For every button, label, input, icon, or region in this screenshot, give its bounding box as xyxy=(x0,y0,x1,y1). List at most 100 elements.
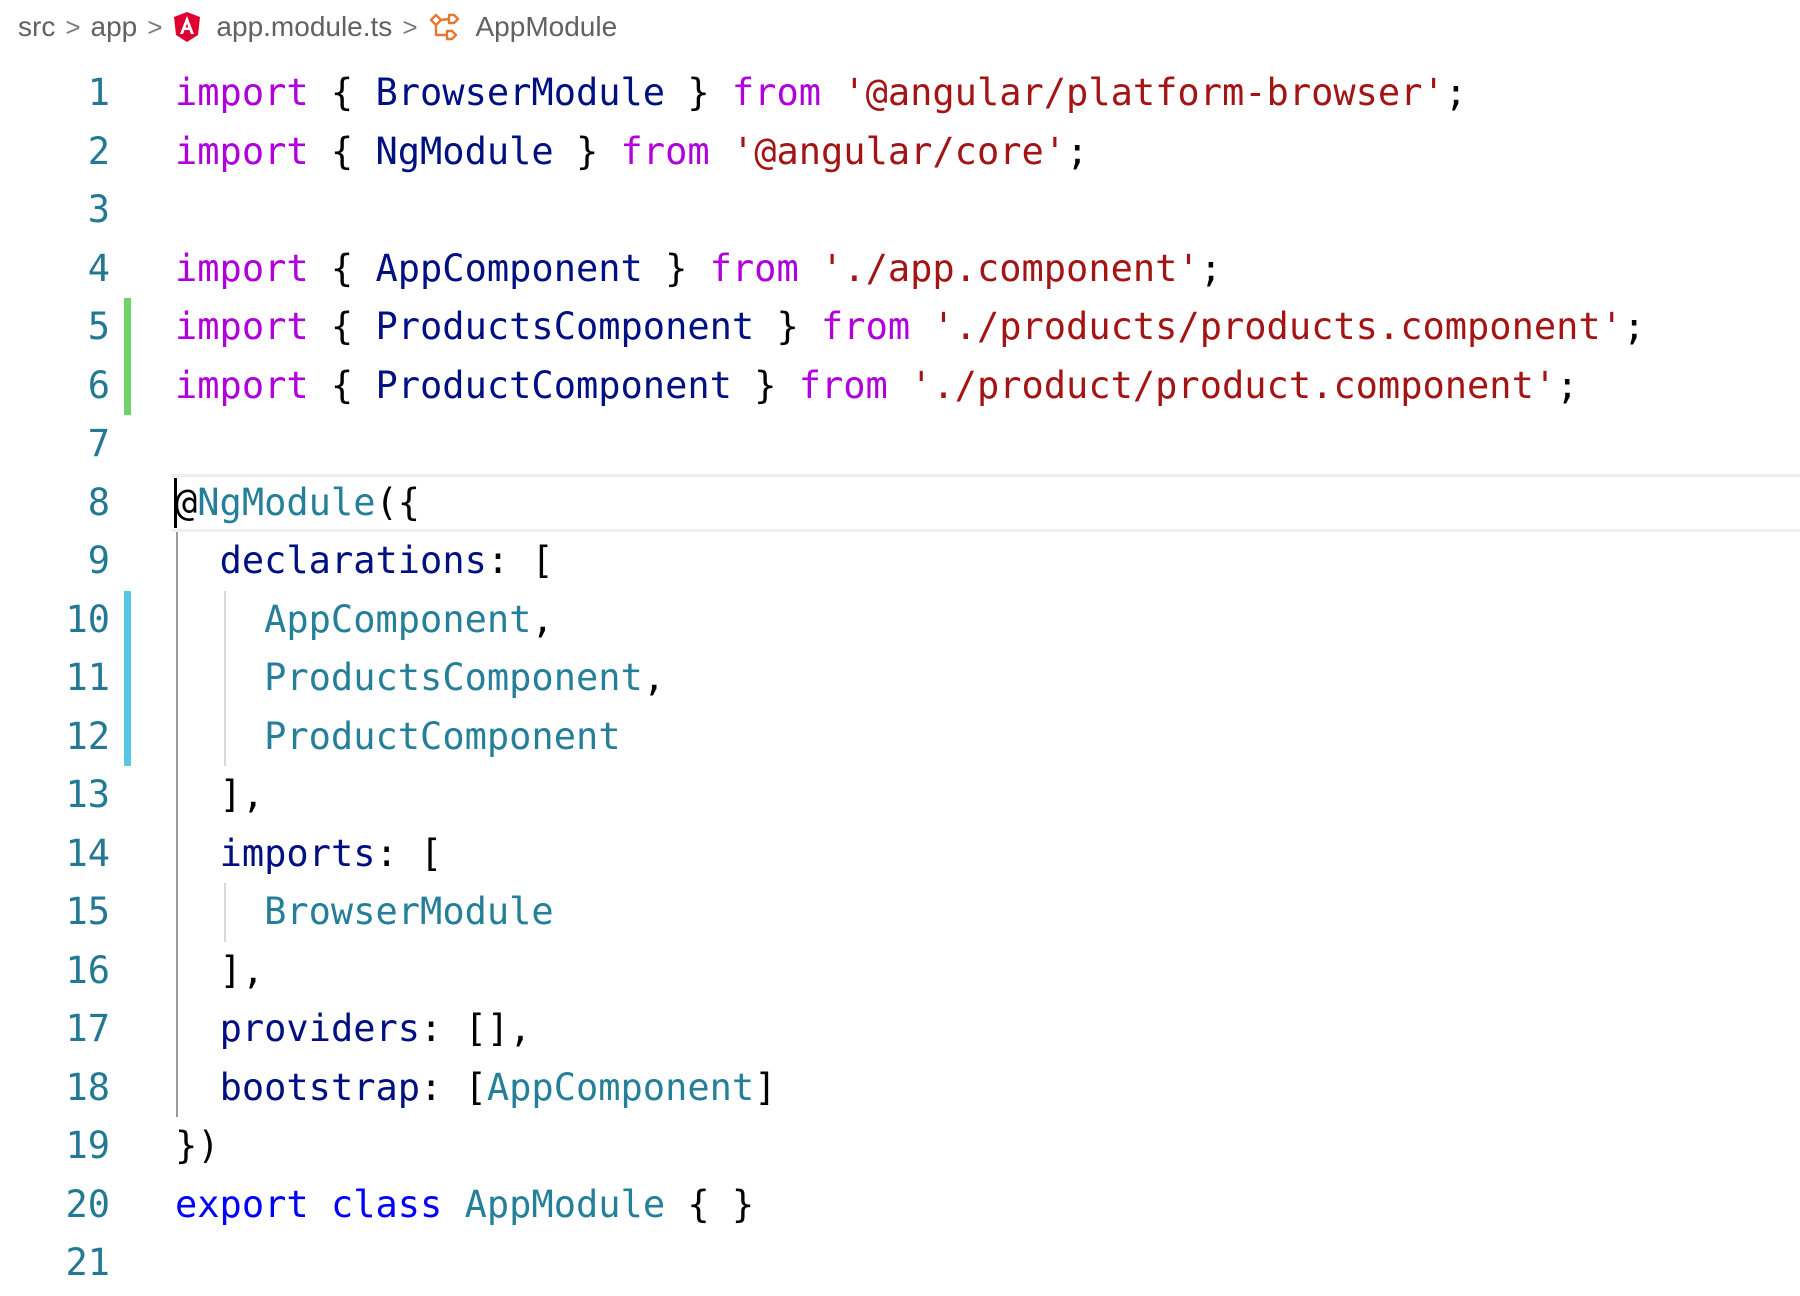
code-token: }) xyxy=(175,1124,220,1167)
code-token: ({ xyxy=(375,480,421,524)
code-token: ProductsComponent xyxy=(375,305,755,348)
code-text: ], xyxy=(175,942,265,1001)
code-token xyxy=(888,364,910,407)
gutter-modified-marker[interactable] xyxy=(124,649,131,708)
code-token: , xyxy=(531,597,554,641)
code-token: } xyxy=(754,305,822,348)
code-token: ProductComponent xyxy=(375,363,732,407)
code-token: ], xyxy=(175,948,265,992)
code-line[interactable]: 10 AppComponent, xyxy=(0,590,1800,649)
gutter-modified-marker[interactable] xyxy=(124,707,131,766)
code-token: from xyxy=(798,363,888,407)
code-line[interactable]: 3 xyxy=(0,181,1800,240)
code-token: bootstrap xyxy=(219,1065,421,1109)
code-token: } xyxy=(665,71,732,114)
breadcrumb-label: AppModule xyxy=(475,11,618,42)
code-token: import xyxy=(175,246,309,290)
code-token: } xyxy=(553,129,621,173)
code-text: import { BrowserModule } from '@angular/… xyxy=(175,64,1467,123)
gutter-added-marker[interactable] xyxy=(124,298,131,357)
breadcrumb-label: app xyxy=(90,11,138,42)
code-line[interactable]: 15 BrowserModule xyxy=(0,883,1800,942)
code-line[interactable]: 7 xyxy=(0,415,1800,474)
code-line[interactable]: 8@NgModule({ xyxy=(0,473,1800,532)
code-token: './products/products.component' xyxy=(932,305,1623,348)
code-token: declarations xyxy=(219,539,487,582)
code-line[interactable]: 13 ], xyxy=(0,766,1800,825)
code-text: export class AppModule { } xyxy=(175,1176,754,1235)
code-token: NgModule xyxy=(197,480,376,524)
indent-guide xyxy=(224,590,226,766)
code-text: bootstrap: [AppComponent] xyxy=(175,1059,777,1118)
code-token xyxy=(175,598,264,641)
code-token: import xyxy=(175,363,309,407)
code-token: } xyxy=(731,363,799,407)
code-token: import xyxy=(175,71,309,114)
code-token: BrowserModule xyxy=(375,71,666,114)
line-number: 20 xyxy=(65,1182,110,1226)
line-number: 10 xyxy=(65,597,110,641)
code-line[interactable]: 11 ProductsComponent, xyxy=(0,649,1800,708)
code-line[interactable]: 9 declarations: [ xyxy=(0,532,1800,591)
breadcrumb-item-symbol[interactable]: AppModule xyxy=(428,11,618,43)
line-number: 11 xyxy=(65,656,110,699)
line-number: 13 xyxy=(65,773,110,816)
code-line[interactable]: 14 imports: [ xyxy=(0,825,1800,884)
line-number: 18 xyxy=(65,1065,110,1109)
chevron-right-icon: > xyxy=(65,11,81,42)
code-token: ] xyxy=(754,1065,777,1109)
breadcrumb-item-src[interactable]: src xyxy=(18,11,55,43)
code-line[interactable]: 18 bootstrap: [AppComponent] xyxy=(0,1059,1800,1118)
code-token: { xyxy=(308,71,376,114)
code-text: BrowserModule xyxy=(175,883,554,942)
breadcrumb-label: app.module.ts xyxy=(216,11,393,42)
angular-file-icon xyxy=(174,12,201,42)
code-line[interactable]: 16 ], xyxy=(0,942,1800,1001)
code-token: ; xyxy=(1444,71,1468,114)
code-token: './app.component' xyxy=(821,246,1200,290)
breadcrumb-item-file[interactable]: app.module.ts xyxy=(172,11,392,43)
code-token: : [ xyxy=(375,831,443,875)
code-token: : [ xyxy=(420,1065,487,1109)
code-token: import xyxy=(175,305,309,348)
code-line[interactable]: 21 xyxy=(0,1234,1800,1293)
gutter-added-marker[interactable] xyxy=(124,356,131,415)
line-number: 17 xyxy=(65,1007,110,1050)
code-token: ; xyxy=(1066,129,1089,173)
code-token: ], xyxy=(175,773,265,816)
line-number: 14 xyxy=(65,831,110,875)
code-line[interactable]: 20 export class AppModule { } xyxy=(0,1176,1800,1235)
indent-guide xyxy=(176,532,178,1117)
line-number: 16 xyxy=(65,948,110,992)
code-token: AppComponent xyxy=(486,1065,755,1109)
gutter-modified-marker[interactable] xyxy=(124,590,131,649)
line-number: 6 xyxy=(87,363,110,407)
code-token: class xyxy=(330,1182,443,1226)
code-line[interactable]: 12 ProductComponent xyxy=(0,707,1800,767)
code-token: AppComponent xyxy=(375,246,643,290)
code-text: ProductComponent xyxy=(175,708,620,767)
code-text: }) xyxy=(175,1117,220,1176)
code-token: '@angular/core' xyxy=(731,129,1067,173)
code-token: : [], xyxy=(420,1007,532,1050)
code-text: import { ProductsComponent } from './pro… xyxy=(175,298,1645,357)
code-line[interactable]: 17 providers: [], xyxy=(0,1000,1800,1059)
code-token xyxy=(175,539,220,582)
code-text: import { AppComponent } from './app.comp… xyxy=(175,240,1222,299)
breadcrumb: src > app > app.module.ts > AppModule xyxy=(18,6,617,48)
code-line[interactable]: 19}) xyxy=(0,1117,1800,1176)
code-token: import xyxy=(175,129,309,173)
code-token: @ xyxy=(175,480,198,524)
code-token xyxy=(175,1066,220,1109)
code-token xyxy=(175,1007,220,1050)
code-token: : [ xyxy=(486,539,554,582)
line-number: 7 xyxy=(87,422,110,465)
code-token: , xyxy=(642,656,666,699)
breadcrumb-item-app[interactable]: app xyxy=(91,11,138,43)
